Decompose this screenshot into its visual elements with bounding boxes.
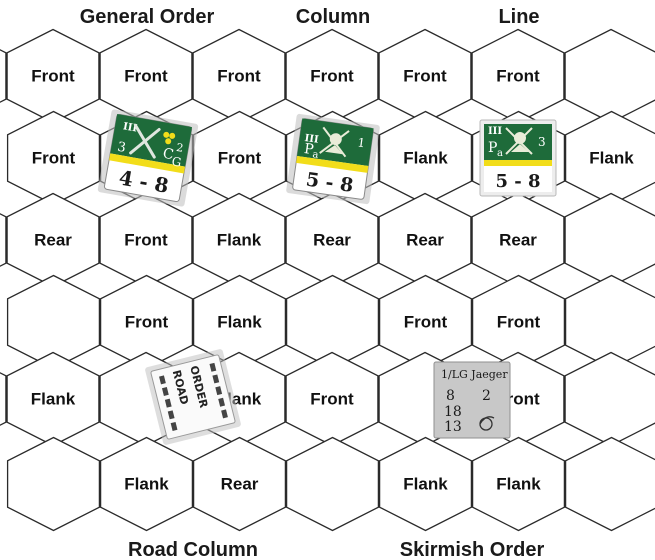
hex-label: Front: [496, 67, 540, 86]
hex-cell[interactable]: [565, 30, 655, 123]
unit-name: 1/LG Jaeger: [441, 368, 508, 381]
hex-label: Front: [124, 67, 168, 86]
hex-label: Front: [125, 313, 169, 332]
hex-label: Flank: [496, 475, 541, 494]
hex-label: Rear: [406, 231, 444, 250]
counter-left-bottom: 13: [444, 419, 462, 435]
counter-right-top: 2: [482, 388, 491, 404]
hex-cell[interactable]: [566, 438, 655, 531]
hex-label: Flank: [403, 475, 448, 494]
hex-cell[interactable]: [565, 194, 655, 287]
unit-size: III: [488, 126, 502, 137]
counter-top-right: 3: [538, 135, 546, 149]
hex-label: Flank: [31, 390, 76, 409]
hex-cell[interactable]: [0, 30, 6, 123]
hex-cell[interactable]: [8, 438, 100, 531]
hex-label: Flank: [217, 313, 262, 332]
counter-stripe: [484, 160, 552, 166]
hex-cell[interactable]: [0, 194, 6, 287]
hex-label: Front: [31, 67, 75, 86]
hex-label: Front: [32, 149, 76, 168]
hex-label: Rear: [313, 231, 351, 250]
counter-line[interactable]: III P a 3 5 - 8: [480, 120, 556, 196]
hex-label: Flank: [403, 149, 448, 168]
strength-rating: 5 - 8: [495, 171, 540, 192]
counter-left-mid: 18: [444, 404, 462, 420]
hex-label: Front: [310, 67, 354, 86]
hex-label: Flank: [124, 475, 169, 494]
hex-label: Front: [217, 67, 261, 86]
hex-label: Front: [124, 231, 168, 250]
hex-label: Flank: [589, 149, 634, 168]
hex-cell[interactable]: [565, 353, 655, 446]
counter-tag-sub: a: [497, 148, 503, 159]
heading-column: Column: [296, 6, 370, 28]
hex-cell[interactable]: [287, 438, 379, 531]
counter-column[interactable]: III P a 1 5 - 8: [286, 114, 380, 205]
hex-label: Front: [218, 149, 262, 168]
counter-general-order[interactable]: III 3 2 C G 4 - 8: [97, 109, 198, 207]
counter-skirmish-order[interactable]: 1/LG Jaeger 8 2 18 13: [434, 362, 510, 438]
heading-line: Line: [498, 6, 539, 28]
hex-label: Rear: [221, 475, 259, 494]
hex-label: Rear: [499, 231, 537, 250]
hex-label: Front: [403, 67, 447, 86]
heading-skirmish-order: Skirmish Order: [400, 539, 545, 560]
counter-tag: P: [488, 140, 497, 156]
hex-label: Flank: [217, 231, 262, 250]
hex-cell[interactable]: [0, 353, 6, 446]
hex-label: Front: [310, 390, 354, 409]
heading-road-column: Road Column: [128, 539, 258, 560]
hex-label: Front: [404, 313, 448, 332]
heading-general-order: General Order: [80, 6, 215, 28]
counter-left-top: 8: [446, 388, 455, 404]
hex-label: Front: [497, 313, 541, 332]
hex-label: Rear: [34, 231, 72, 250]
